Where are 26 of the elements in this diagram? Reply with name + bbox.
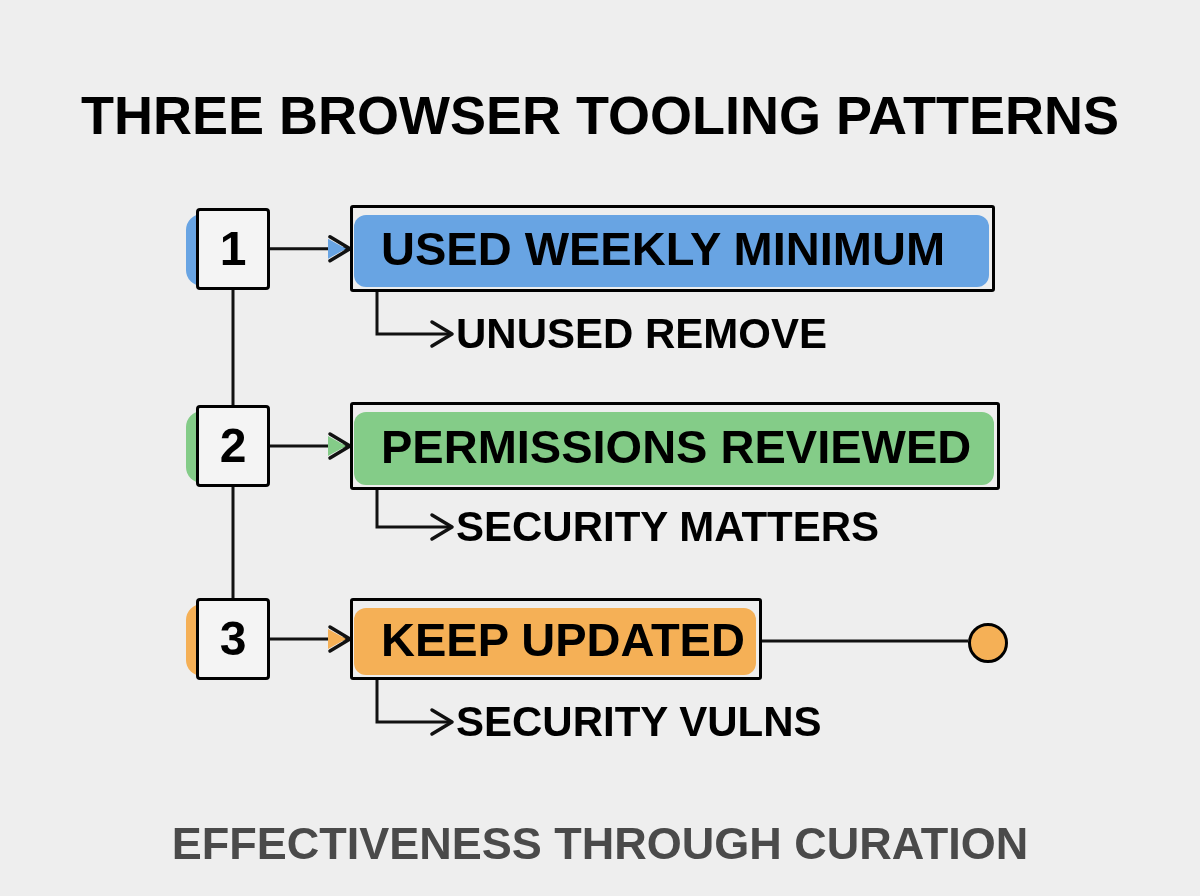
step-number: 1 [219,225,247,273]
diagram-title: THREE BROWSER TOOLING PATTERNS [80,88,1120,142]
highlighted-label-box [350,598,762,680]
step-number-box [186,598,270,680]
arrow [375,292,454,348]
highlighted-label-box [350,205,995,292]
step-number-box [186,208,270,290]
arrow [270,625,352,653]
arrow [375,680,454,736]
sub-label: SECURITY MATTERS [456,502,880,552]
step-number: 3 [219,615,247,663]
diagram-caption: EFFECTIVENESS THROUGH CURATION [170,821,1030,866]
step-label: PERMISSIONS REVIEWED [381,422,972,470]
step-label: KEEP UPDATED [381,615,745,663]
connector-line [762,639,968,643]
arrow [375,490,454,541]
step-number: 2 [219,422,247,470]
connector-line [231,290,235,405]
sub-label: SECURITY VULNS [456,697,822,747]
arrow [270,235,352,263]
step-label: USED WEEKLY MINIMUM [381,225,946,272]
step-number-box [186,405,270,487]
sub-label: UNUSED REMOVE [456,309,828,359]
arrow [270,432,352,460]
connector-line [231,487,235,598]
highlighted-label-box [350,402,1000,490]
